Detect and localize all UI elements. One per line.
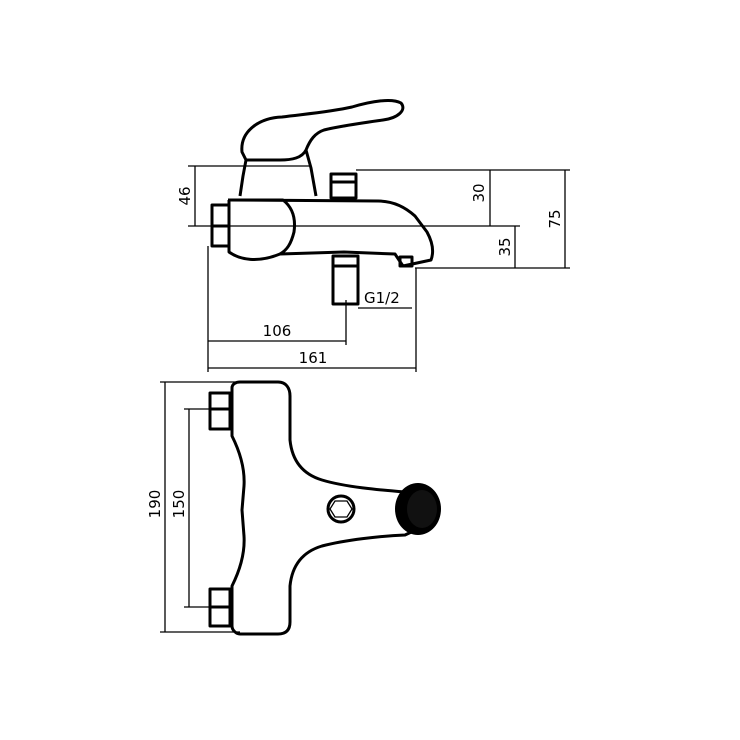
- dim-190-label: 190: [146, 490, 164, 519]
- dim-46-label: 46: [176, 186, 194, 205]
- diverter-hex: [329, 500, 353, 518]
- diverter-knob: [329, 172, 358, 200]
- handle-neck: [238, 149, 318, 197]
- side-dimension-lines: [188, 165, 570, 372]
- body-left: [227, 200, 281, 261]
- top-view: 190 150: [146, 380, 441, 636]
- dim-35-label: 35: [496, 237, 514, 256]
- dim-106-label: 106: [263, 322, 292, 340]
- top-nut-upper: [208, 391, 232, 431]
- shower-outlet: [331, 254, 360, 306]
- dim-150-label: 150: [170, 490, 188, 519]
- top-dimension-lines: [160, 381, 240, 633]
- dim-75-label: 75: [546, 209, 564, 228]
- thread-label: G1/2: [364, 289, 400, 307]
- dim-161-label: 161: [299, 349, 328, 367]
- top-nut-lower: [208, 587, 232, 628]
- dim-30-label: 30: [470, 183, 488, 202]
- spout-tip: [398, 255, 414, 268]
- spout-end-inner: [407, 490, 437, 528]
- top-body: [230, 380, 422, 636]
- lever-handle: [240, 98, 405, 162]
- diverter-circle: [326, 494, 356, 524]
- side-view: 46 30 75 35 106 161 G1/2: [176, 98, 570, 372]
